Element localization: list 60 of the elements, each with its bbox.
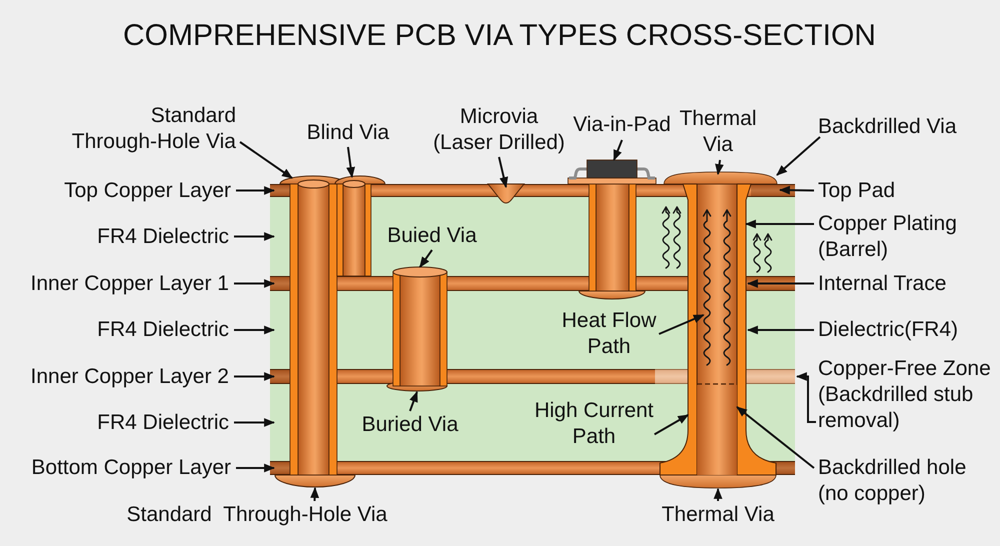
callout-label: Inner Copper Layer 1 [29,270,229,296]
leader-arrow [714,488,722,501]
leader-arrow [409,390,418,412]
leader-arrow [776,136,821,176]
callout-label: Top Pad [818,178,897,204]
callout-label: Microvia (Laser Drilled) [432,104,566,156]
leader-arrow [234,418,276,427]
leader-arrow [234,372,276,381]
leader-arrow [310,486,320,502]
callout-label: FR4 Dielectric [96,317,229,343]
through-hole-via [274,176,356,488]
callout-label: Standard Through-Hole Via [126,502,388,528]
callout-label: Via-in-Pad [572,112,672,138]
leader-line [796,372,816,423]
microvia [488,184,524,204]
leader-arrow [498,156,508,188]
leader-arrow [234,232,276,241]
callout-label: Thermal Via [661,502,775,528]
callout-label: Buied Via [386,223,478,249]
callout-label: Copper-Free Zone (Backdrilled stub removal) [818,356,992,434]
leader-arrow [419,249,433,268]
callout-label: Standard Through-Hole Via [70,103,236,155]
leader-arrow [778,186,814,195]
plating-wall [660,184,698,476]
leader-arrow [234,279,276,288]
buried-via [386,266,448,392]
leader-arrow [234,326,276,334]
leader-arrow [236,186,276,195]
callout-label: Backdrilled hole (no copper) [818,455,968,507]
copper-layer [270,369,655,384]
leader-arrow [744,220,814,228]
leader-arrow [654,414,689,436]
leader-arrow [658,314,704,335]
leader-arrow [715,160,724,176]
callout-label: Thermal Via [678,106,758,158]
callout-label: Blind Via [306,120,390,146]
wavy-arrow-icon [702,209,732,366]
callout-label: Top Copper Layer [63,178,231,204]
callout-label: Buried Via [361,412,459,438]
leader-arrow [239,141,293,179]
leader-arrow [236,464,276,472]
callout-label: FR4 Dielectric [96,410,229,436]
callout-label: Inner Copper Layer 2 [29,364,229,390]
via-in-pad [568,160,656,300]
callout-label: FR4 Dielectric [96,224,229,250]
callout-label: Copper Plating (Barrel) [818,211,958,263]
leader-arrow [746,279,814,288]
callout-label: High Current Path [534,398,654,450]
callout-label: Dielectric(FR4) [818,317,960,343]
callout-label: Internal Trace [818,270,948,296]
leader-arrow [346,146,356,178]
diagram-title: COMPREHENSIVE PCB VIA TYPES CROSS-SECTION [123,18,876,54]
leader-arrow [613,140,623,162]
leader-arrow [746,326,814,334]
callout-label: Bottom Copper Layer [30,455,231,481]
blind-via [334,176,386,276]
plating-wall [736,184,776,476]
callout-label: Heat Flow Path [561,308,657,360]
leader-arrow [736,406,815,469]
callout-label: Backdrilled Via [818,114,958,140]
